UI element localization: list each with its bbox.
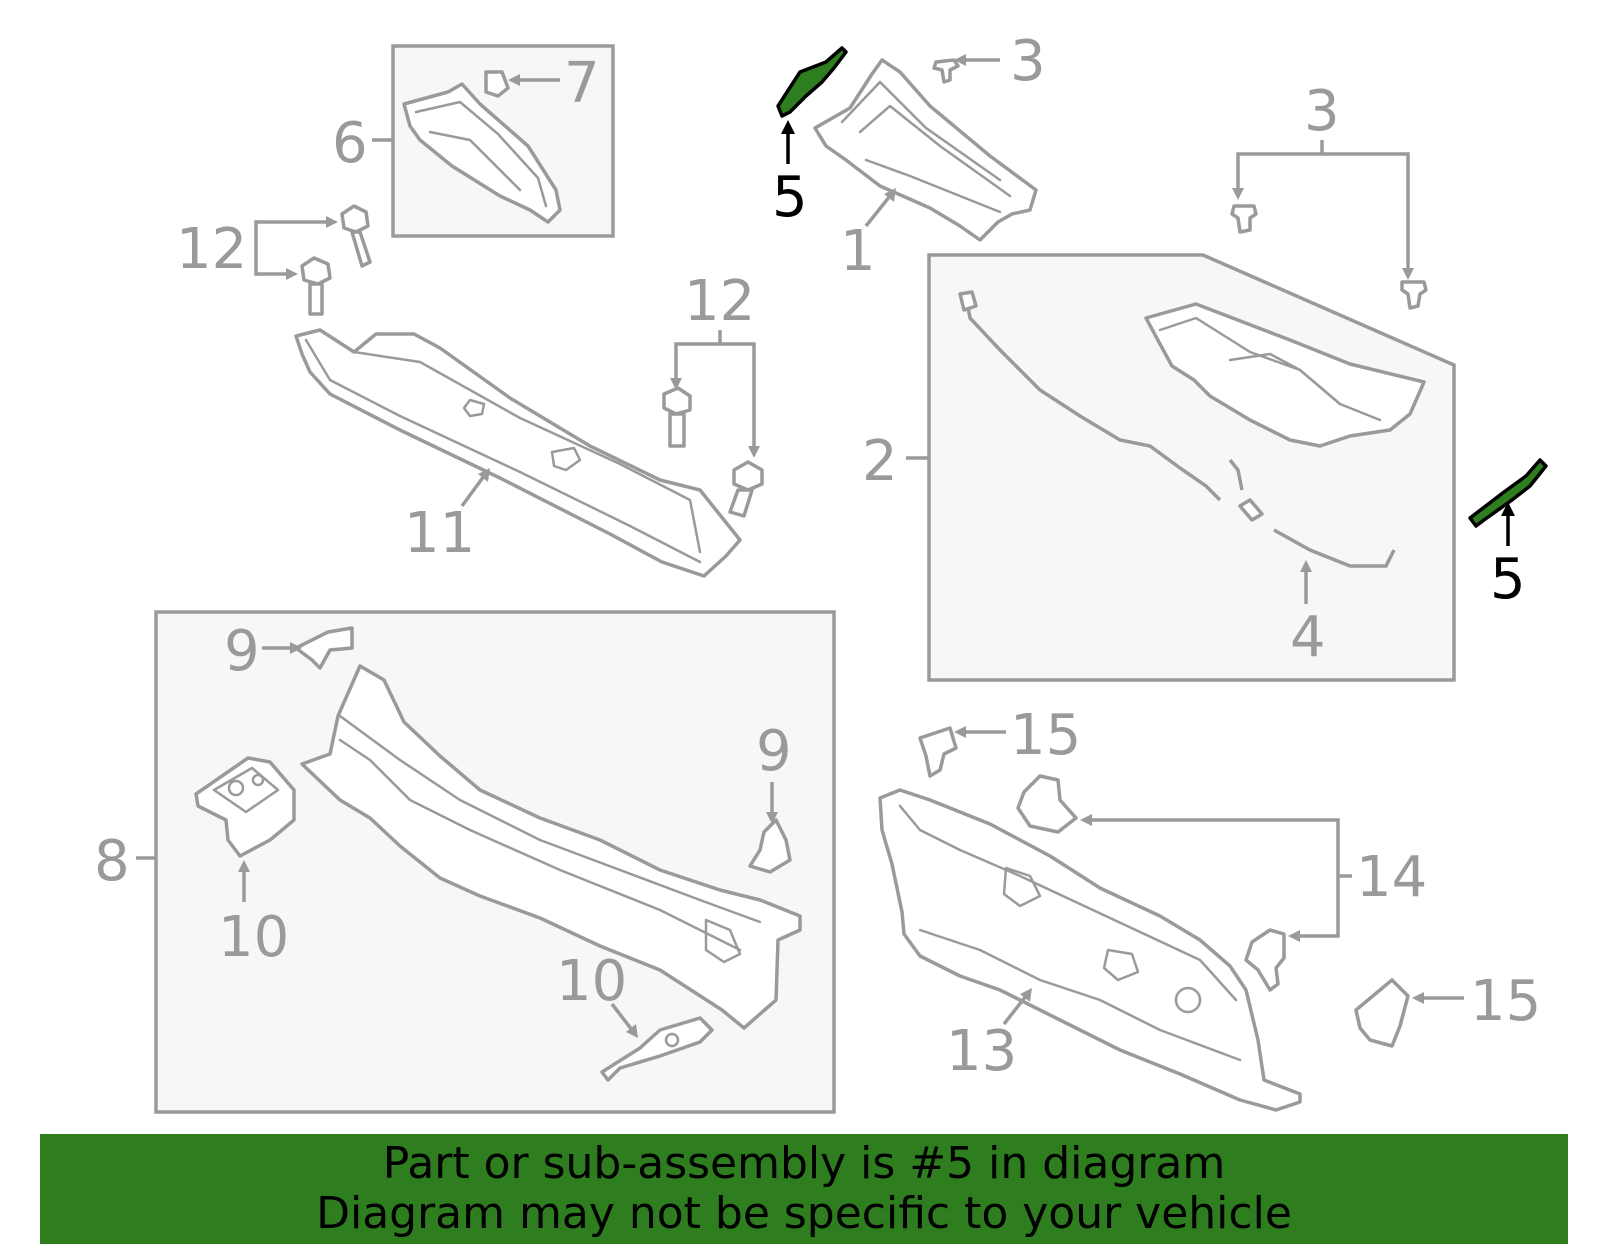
- part-10-mount-left: [194, 756, 296, 858]
- part-5-seal-right: [1468, 458, 1548, 528]
- leader-14: [1086, 818, 1352, 938]
- part-6-bracket: [402, 82, 562, 224]
- callout-8: 8: [94, 829, 130, 894]
- callout-14: 14: [1356, 845, 1427, 910]
- callout-15-upper: 15: [1010, 703, 1081, 768]
- part-13-dash-panel: [878, 788, 1302, 1112]
- part-5-seal-top: [776, 46, 848, 118]
- part-1-cowl-cover: [813, 58, 1038, 242]
- callout-13: 13: [946, 1019, 1017, 1084]
- banner-line-1: Part or sub-assembly is #5 in diagram: [382, 1138, 1226, 1189]
- part-8-dash-panel-upper: [300, 664, 802, 1030]
- part-3-clips-right: [1230, 204, 1428, 310]
- part-14-bracket-upper: [1016, 774, 1078, 834]
- leader-12-left: [254, 220, 330, 276]
- part-9-bracket-right: [748, 818, 792, 874]
- part-10-mount-right: [600, 1016, 714, 1082]
- part-12-bolts-left: [300, 204, 372, 316]
- part-14-bracket-lower: [1244, 928, 1286, 992]
- leader-12-right: [674, 330, 756, 452]
- callout-2: 2: [862, 429, 898, 494]
- banner-line-2: Diagram may not be specific to your vehi…: [316, 1188, 1292, 1239]
- callout-12-right: 12: [684, 269, 755, 334]
- part-12-bolts-right: [662, 386, 764, 518]
- callout-10-left: 10: [218, 905, 289, 970]
- info-banner: Part or sub-assembly is #5 in diagram Di…: [40, 1134, 1568, 1244]
- callout-9-left: 9: [224, 619, 260, 684]
- part-5-seal-top-shape: [776, 46, 848, 118]
- leader-11: [460, 474, 486, 508]
- callout-5-top: 5: [772, 165, 808, 230]
- part-2-cowl-panel: [1144, 302, 1426, 448]
- callout-15-lower: 15: [1470, 969, 1541, 1034]
- leader-1: [864, 194, 892, 228]
- callout-4: 4: [1290, 605, 1326, 670]
- callout-3-right: 3: [1304, 79, 1340, 144]
- callout-3-top: 3: [1010, 29, 1046, 94]
- part-7-clip: [484, 70, 510, 98]
- part-15-bracket-upper: [918, 726, 958, 778]
- part-15-bracket-lower: [1354, 978, 1410, 1048]
- callout-5-right: 5: [1490, 547, 1526, 612]
- leader-3-right: [1236, 152, 1410, 276]
- callout-9-right: 9: [756, 719, 792, 784]
- part-3-clip-top: [932, 58, 960, 84]
- callout-10-right: 10: [556, 949, 627, 1014]
- part-5-seal-right-shape: [1468, 458, 1548, 528]
- part-11-cross-member: [294, 328, 742, 578]
- leader-10-right: [610, 1002, 634, 1032]
- part-9-bracket-left: [294, 626, 354, 670]
- part-2-hose: [958, 290, 1222, 502]
- callout-12-left: 12: [176, 217, 247, 282]
- leader-13: [1002, 994, 1028, 1026]
- part-4-hose: [1228, 458, 1396, 568]
- callout-1: 1: [840, 219, 876, 284]
- callout-7: 7: [564, 51, 600, 116]
- callout-11: 11: [404, 501, 475, 566]
- callout-6: 6: [332, 111, 368, 176]
